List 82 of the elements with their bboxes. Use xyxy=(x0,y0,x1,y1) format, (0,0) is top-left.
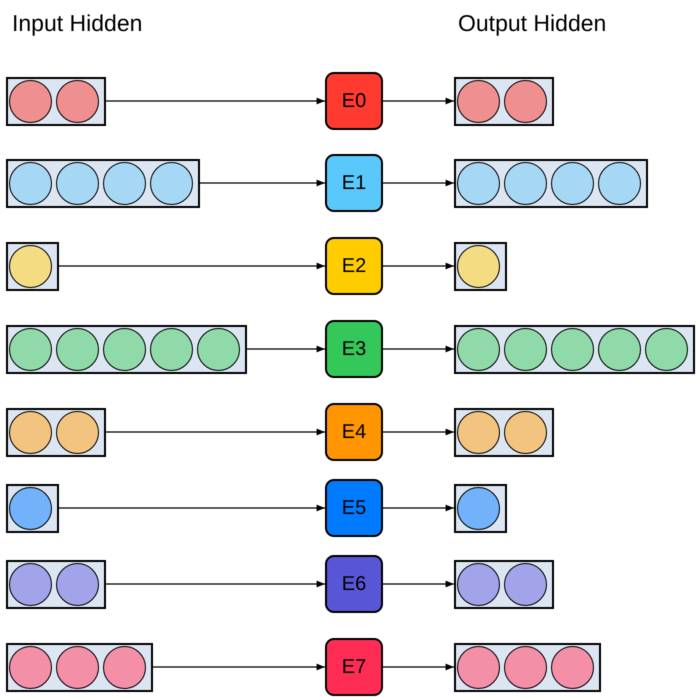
hidden-unit-circle xyxy=(150,162,193,205)
hidden-vector-box xyxy=(6,643,153,692)
hidden-unit-circle xyxy=(56,411,99,454)
arrow xyxy=(383,262,454,270)
hidden-unit-circle xyxy=(598,162,641,205)
arrow xyxy=(383,180,454,186)
column-heading: Input Hidden xyxy=(12,10,142,37)
arrow xyxy=(383,428,454,436)
hidden-unit-circle xyxy=(504,328,547,371)
arrow xyxy=(383,580,454,588)
arrow xyxy=(106,428,325,436)
hidden-unit-circle xyxy=(9,80,52,123)
hidden-unit-circle xyxy=(103,646,146,689)
arrow xyxy=(59,262,325,270)
hidden-unit-circle xyxy=(504,162,547,205)
hidden-unit-circle xyxy=(56,646,99,689)
hidden-vector-box xyxy=(6,77,106,126)
hidden-unit-circle xyxy=(504,563,547,606)
expert-box: E5 xyxy=(325,479,383,537)
hidden-unit-circle xyxy=(9,411,52,454)
expert-box: E0 xyxy=(325,72,383,130)
hidden-unit-circle xyxy=(56,328,99,371)
hidden-unit-circle xyxy=(457,245,500,288)
hidden-vector-box xyxy=(6,242,59,291)
hidden-unit-circle xyxy=(9,646,52,689)
arrow xyxy=(247,346,325,352)
arrow xyxy=(383,346,454,352)
hidden-unit-circle xyxy=(56,563,99,606)
hidden-unit-circle xyxy=(56,162,99,205)
hidden-unit-circle xyxy=(598,328,641,371)
hidden-unit-circle xyxy=(551,646,594,689)
hidden-vector-box xyxy=(6,408,106,457)
hidden-unit-circle xyxy=(457,487,500,530)
hidden-vector-box xyxy=(454,77,554,126)
hidden-unit-circle xyxy=(504,411,547,454)
hidden-vector-box xyxy=(454,643,601,692)
hidden-unit-circle xyxy=(457,162,500,205)
hidden-unit-circle xyxy=(457,646,500,689)
expert-box: E1 xyxy=(325,154,383,212)
hidden-unit-circle xyxy=(551,162,594,205)
expert-box: E6 xyxy=(325,555,383,613)
hidden-vector-box xyxy=(454,242,507,291)
expert-box: E4 xyxy=(325,403,383,461)
hidden-vector-box xyxy=(6,325,247,374)
arrow xyxy=(383,98,454,104)
hidden-unit-circle xyxy=(9,328,52,371)
arrow xyxy=(383,504,454,512)
hidden-unit-circle xyxy=(457,80,500,123)
expert-box: E2 xyxy=(325,237,383,295)
hidden-unit-circle xyxy=(457,328,500,371)
hidden-unit-circle xyxy=(504,80,547,123)
hidden-unit-circle xyxy=(457,411,500,454)
hidden-unit-circle xyxy=(103,162,146,205)
arrow xyxy=(383,664,454,670)
expert-box: E7 xyxy=(325,638,383,696)
hidden-unit-circle xyxy=(645,328,688,371)
arrow xyxy=(106,98,325,104)
hidden-vector-box xyxy=(6,159,200,208)
hidden-unit-circle xyxy=(457,563,500,606)
hidden-unit-circle xyxy=(504,646,547,689)
hidden-vector-box xyxy=(454,325,695,374)
arrow xyxy=(59,504,325,512)
hidden-unit-circle xyxy=(56,80,99,123)
arrow xyxy=(200,180,325,186)
hidden-vector-box xyxy=(6,560,106,609)
hidden-vector-box xyxy=(454,159,648,208)
hidden-unit-circle xyxy=(9,245,52,288)
hidden-unit-circle xyxy=(9,162,52,205)
expert-box: E3 xyxy=(325,320,383,378)
hidden-unit-circle xyxy=(551,328,594,371)
hidden-unit-circle xyxy=(150,328,193,371)
hidden-vector-box xyxy=(454,408,554,457)
arrow xyxy=(153,664,325,670)
hidden-vector-box xyxy=(454,484,507,533)
hidden-unit-circle xyxy=(9,487,52,530)
hidden-vector-box xyxy=(6,484,59,533)
column-heading: Output Hidden xyxy=(458,10,606,37)
hidden-unit-circle xyxy=(103,328,146,371)
hidden-unit-circle xyxy=(197,328,240,371)
hidden-unit-circle xyxy=(9,563,52,606)
hidden-vector-box xyxy=(454,560,554,609)
arrow xyxy=(106,580,325,588)
